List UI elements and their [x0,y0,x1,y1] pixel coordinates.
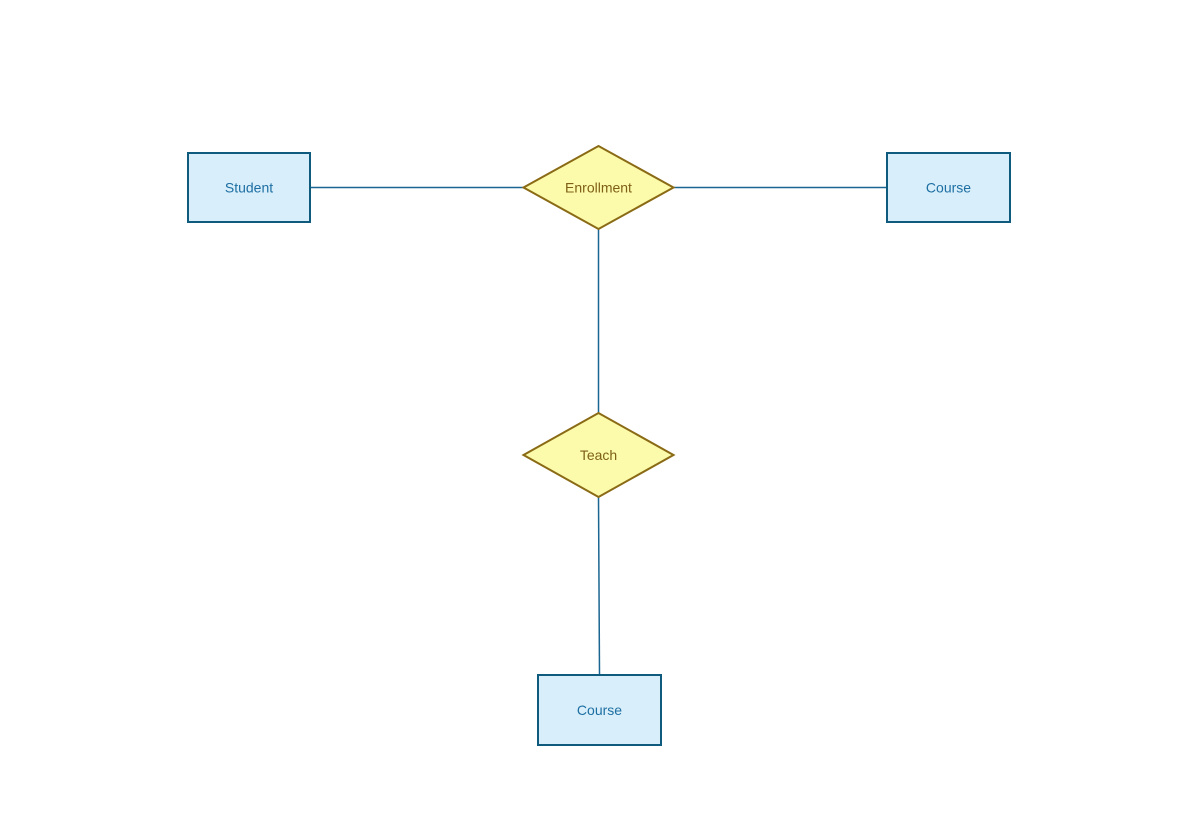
entity-course-bottom-shape[interactable] [537,674,662,746]
entity-student-shape[interactable] [187,152,311,223]
entity-student[interactable]: Student [187,152,311,223]
entity-course-right-shape[interactable] [886,152,1011,223]
connector-teach-course-bottom[interactable] [597,496,601,676]
relationship-enrollment-shape[interactable] [521,144,676,231]
entity-course-bottom[interactable]: Course [537,674,662,746]
entity-course-right[interactable]: Course [886,152,1011,223]
relationship-teach-shape[interactable] [521,411,676,499]
